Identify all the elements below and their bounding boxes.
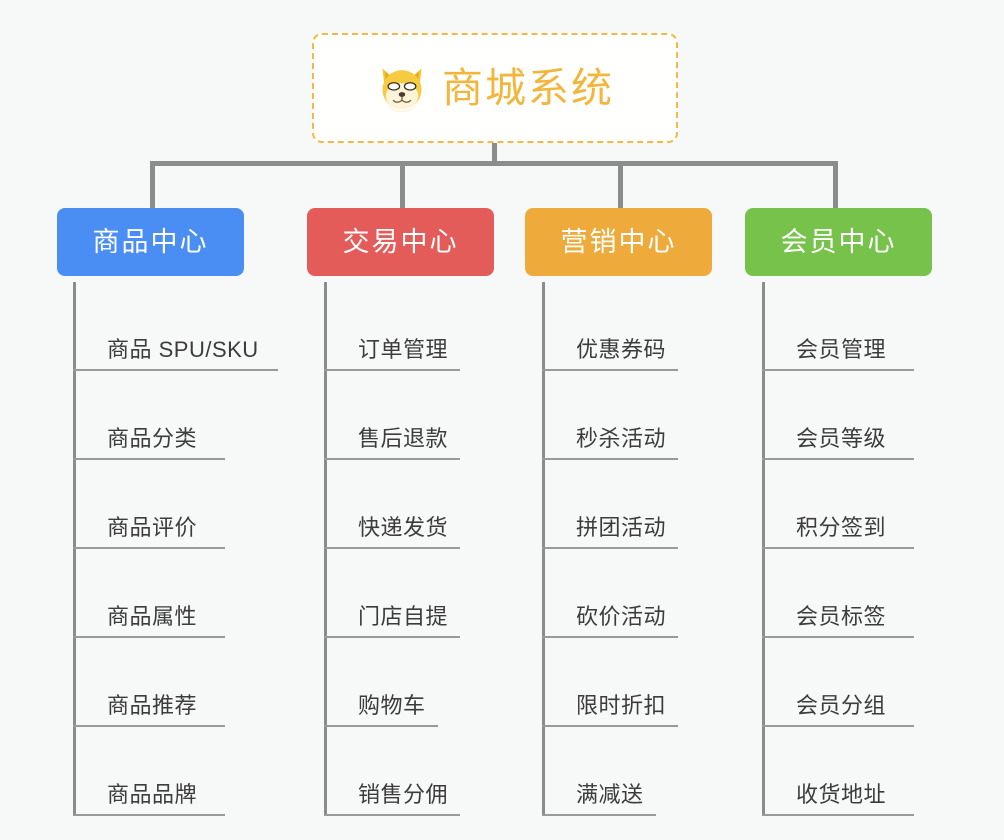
leaf-item-label: 商品属性 <box>107 604 198 629</box>
connector-trunk-vertical <box>492 143 497 163</box>
leaf-item-label: 商品分类 <box>107 426 198 451</box>
leaf-item-label: 购物车 <box>358 693 426 718</box>
leaf-underline <box>73 369 278 371</box>
leaf-item[interactable]: 门店自提 <box>324 549 460 638</box>
leaf-item-label: 门店自提 <box>358 604 449 629</box>
leaf-underline <box>762 725 914 727</box>
leaf-column-trade-center: 订单管理 售后退款 快递发货 门店自提 购物车 销售分佣 <box>324 282 460 816</box>
leaf-item[interactable]: 拼团活动 <box>542 460 678 549</box>
leaf-item-label: 优惠券码 <box>576 337 667 362</box>
leaf-underline <box>73 636 225 638</box>
leaf-underline <box>762 814 914 816</box>
category-box-marketing-center[interactable]: 营销中心 <box>525 208 712 276</box>
leaf-item[interactable]: 售后退款 <box>324 371 460 460</box>
leaf-item[interactable]: 满减送 <box>542 727 666 816</box>
leaf-item[interactable]: 商品 SPU/SKU <box>73 282 278 371</box>
leaf-item-label: 商品品牌 <box>107 782 198 807</box>
leaf-underline <box>542 636 678 638</box>
leaf-column-product-center: 商品 SPU/SKU 商品分类 商品评价 商品属性 商品推荐 商品品牌 <box>73 282 278 816</box>
leaf-item-label: 销售分佣 <box>358 782 449 807</box>
dog-face-icon <box>376 62 428 114</box>
leaf-underline <box>73 547 225 549</box>
leaf-underline <box>542 814 656 816</box>
leaf-item-label: 商品 SPU/SKU <box>107 337 259 362</box>
leaf-item[interactable]: 商品推荐 <box>73 638 259 727</box>
leaf-item[interactable]: 会员管理 <box>762 282 914 371</box>
category-label-marketing-center: 营销中心 <box>560 226 677 257</box>
leaf-item[interactable]: 砍价活动 <box>542 549 678 638</box>
leaf-underline <box>542 547 678 549</box>
leaf-item[interactable]: 商品评价 <box>73 460 259 549</box>
leaf-underline <box>324 814 460 816</box>
leaf-item[interactable]: 销售分佣 <box>324 727 460 816</box>
leaf-item-label: 收货地址 <box>796 782 887 807</box>
leaf-underline <box>542 369 678 371</box>
connector-spine-member-center <box>762 282 765 816</box>
connector-drop-product-center <box>150 161 155 208</box>
leaf-item-label: 订单管理 <box>358 337 449 362</box>
root-node-mall-system[interactable]: 商城系统 <box>312 33 678 143</box>
category-label-trade-center: 交易中心 <box>342 226 459 257</box>
leaf-item-label: 商品评价 <box>107 515 198 540</box>
leaf-underline <box>762 458 914 460</box>
leaf-item-label: 拼团活动 <box>576 515 667 540</box>
leaf-underline <box>542 458 678 460</box>
leaf-item-label: 积分签到 <box>796 515 887 540</box>
connector-drop-member-center <box>833 161 838 208</box>
connector-spine-marketing-center <box>542 282 545 816</box>
leaf-item[interactable]: 会员等级 <box>762 371 914 460</box>
leaf-item[interactable]: 限时折扣 <box>542 638 678 727</box>
leaf-item[interactable]: 积分签到 <box>762 460 914 549</box>
leaf-underline <box>762 369 914 371</box>
leaf-item-label: 商品推荐 <box>107 693 198 718</box>
category-box-member-center[interactable]: 会员中心 <box>745 208 932 276</box>
leaf-column-marketing-center: 优惠券码 秒杀活动 拼团活动 砍价活动 限时折扣 满减送 <box>542 282 678 816</box>
leaf-underline <box>73 725 225 727</box>
leaf-item[interactable]: 优惠券码 <box>542 282 678 371</box>
leaf-underline <box>324 369 460 371</box>
leaf-underline <box>324 458 460 460</box>
category-box-product-center[interactable]: 商品中心 <box>57 208 244 276</box>
leaf-column-member-center: 会员管理 会员等级 积分签到 会员标签 会员分组 收货地址 <box>762 282 914 816</box>
leaf-item[interactable]: 商品品牌 <box>73 727 259 816</box>
leaf-underline <box>324 547 460 549</box>
leaf-item[interactable]: 购物车 <box>324 638 448 727</box>
leaf-item-label: 会员标签 <box>796 604 887 629</box>
leaf-item-label: 会员等级 <box>796 426 887 451</box>
leaf-item[interactable]: 会员分组 <box>762 638 914 727</box>
leaf-item-label: 秒杀活动 <box>576 426 667 451</box>
leaf-item[interactable]: 商品分类 <box>73 371 259 460</box>
connector-horizontal-bus <box>150 161 838 166</box>
category-label-member-center: 会员中心 <box>780 226 897 257</box>
leaf-item[interactable]: 收货地址 <box>762 727 914 816</box>
leaf-item-label: 满减送 <box>576 782 644 807</box>
leaf-item-label: 会员分组 <box>796 693 887 718</box>
leaf-item-label: 会员管理 <box>796 337 887 362</box>
category-box-trade-center[interactable]: 交易中心 <box>307 208 494 276</box>
leaf-underline <box>73 814 225 816</box>
leaf-item-label: 砍价活动 <box>576 604 667 629</box>
leaf-item[interactable]: 快递发货 <box>324 460 460 549</box>
leaf-underline <box>762 636 914 638</box>
root-node-title: 商城系统 <box>442 64 614 111</box>
leaf-item-label: 快递发货 <box>358 515 449 540</box>
connector-drop-marketing-center <box>618 161 623 208</box>
leaf-underline <box>324 725 438 727</box>
category-label-product-center: 商品中心 <box>92 226 209 257</box>
leaf-item[interactable]: 商品属性 <box>73 549 259 638</box>
leaf-item[interactable]: 秒杀活动 <box>542 371 678 460</box>
leaf-underline <box>542 725 678 727</box>
leaf-underline <box>324 636 460 638</box>
connector-drop-trade-center <box>400 161 405 208</box>
leaf-item-label: 限时折扣 <box>576 693 667 718</box>
connector-spine-trade-center <box>324 282 327 816</box>
leaf-item-label: 售后退款 <box>358 426 449 451</box>
connector-spine-product-center <box>73 282 76 816</box>
leaf-underline <box>762 547 914 549</box>
leaf-item[interactable]: 订单管理 <box>324 282 460 371</box>
leaf-item[interactable]: 会员标签 <box>762 549 914 638</box>
leaf-underline <box>73 458 225 460</box>
